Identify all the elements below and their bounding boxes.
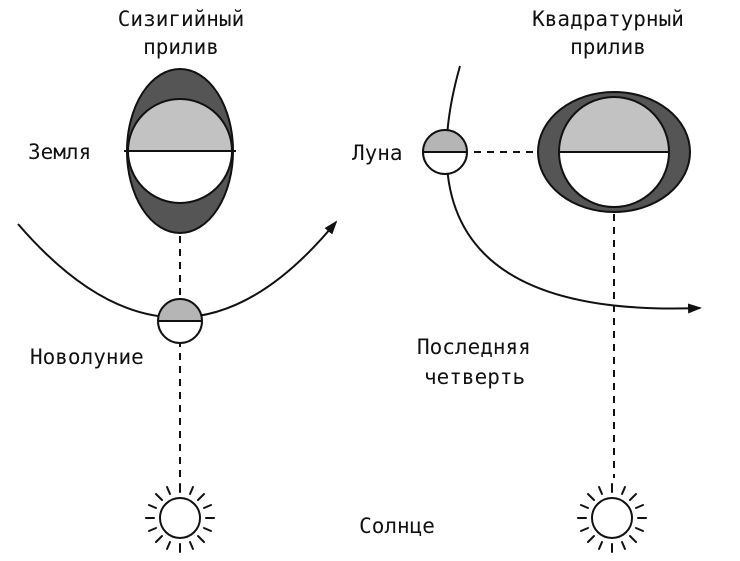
spring-tide-panel: Сизигийный прилив Земля Новолуние [17, 7, 338, 553]
moon-label: Луна [352, 141, 403, 165]
new-moon-label: Новолуние [30, 345, 144, 369]
new-moon [157, 298, 203, 344]
earth-right [558, 96, 670, 208]
spring-tide-title-line1: Сизигийный [118, 7, 244, 31]
neap-tide-panel: Квадратурный прилив Луна Последняя четве… [352, 7, 702, 553]
neap-tide-title-line1: Квадратурный [532, 7, 684, 31]
spring-tide-title-line2: прилив [143, 35, 219, 59]
phase-label-line2: четверть [424, 365, 525, 389]
earth-label: Земля [28, 140, 91, 164]
sun-icon-right [577, 483, 647, 553]
phase-label-line1: Последняя [417, 335, 531, 359]
sun-icon [145, 483, 215, 553]
earth [124, 98, 236, 204]
sun-label: Солнце [359, 514, 435, 538]
quarter-moon [422, 129, 468, 175]
neap-tide-title-line2: прилив [570, 35, 646, 59]
